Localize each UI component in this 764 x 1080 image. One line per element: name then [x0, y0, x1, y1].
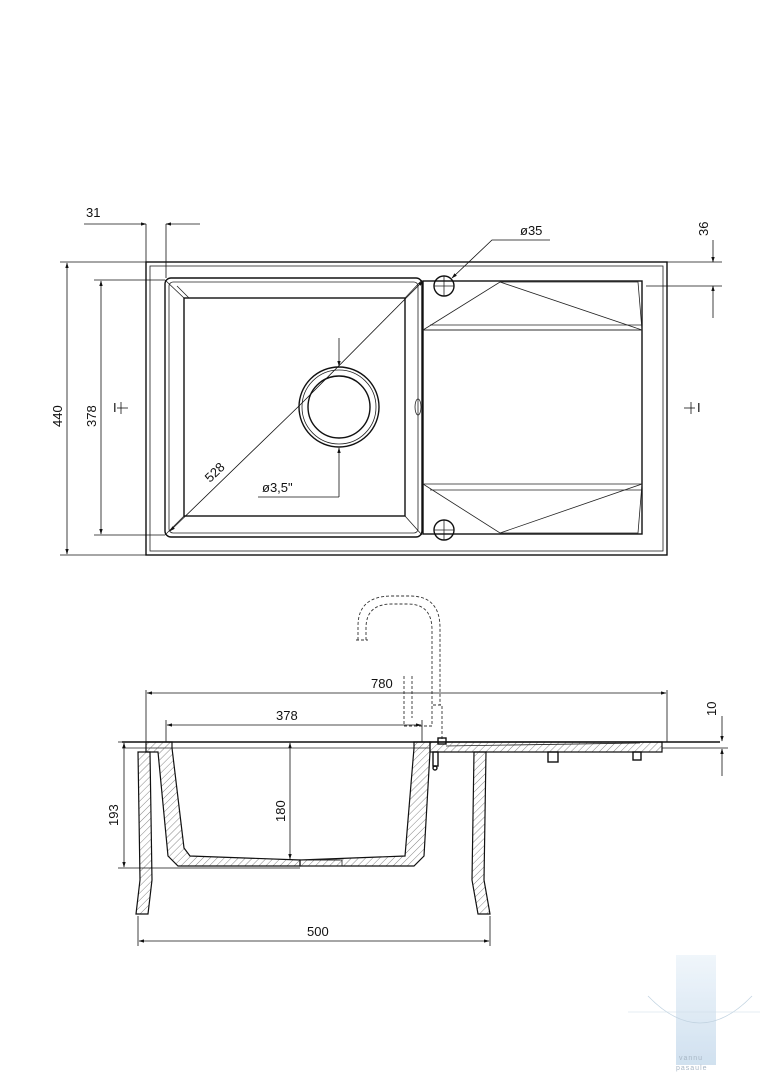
dim-hole-dia: ø35	[520, 223, 542, 238]
watermark-logo: vannu pasaule	[628, 955, 760, 1072]
top-view: I I 31 ø35 36 440 378 528	[50, 205, 722, 556]
dim-cabinet-500: 500	[307, 924, 329, 939]
overflow-slot	[414, 398, 422, 416]
dim-thickness-10: 10	[704, 702, 719, 716]
dim-offset-36: 36	[696, 222, 711, 236]
dim-depth-180: 180	[273, 800, 288, 822]
drain	[298, 366, 380, 448]
sink-section-right-wall	[299, 741, 431, 867]
watermark-line2: pasaule	[676, 1065, 708, 1072]
faucet-outline	[356, 595, 443, 740]
dim-width-440: 440	[50, 405, 65, 427]
dim-diagonal-528: 528	[202, 459, 228, 485]
drainer-section	[429, 741, 663, 753]
drainer-area	[421, 280, 643, 535]
side-section: 780 378 10 193 180 500	[106, 595, 728, 946]
cabinet-right-wall	[471, 751, 491, 915]
dim-drain-dia: ø3,5"	[262, 480, 293, 495]
dim-offset-31: 31	[86, 205, 100, 220]
section-mark-left: I	[113, 400, 117, 415]
dim-height-193: 193	[106, 804, 121, 826]
dim-bowl-378-horizontal: 378	[276, 708, 298, 723]
sink-inner-rim	[149, 265, 664, 552]
sink-outer-rim	[145, 261, 668, 556]
section-mark-right: I	[697, 400, 701, 415]
cabinet-left-wall	[135, 751, 153, 915]
dim-total-780: 780	[371, 676, 393, 691]
dim-bowl-378-vertical: 378	[84, 405, 99, 427]
watermark-line1: vannu	[679, 1055, 703, 1062]
